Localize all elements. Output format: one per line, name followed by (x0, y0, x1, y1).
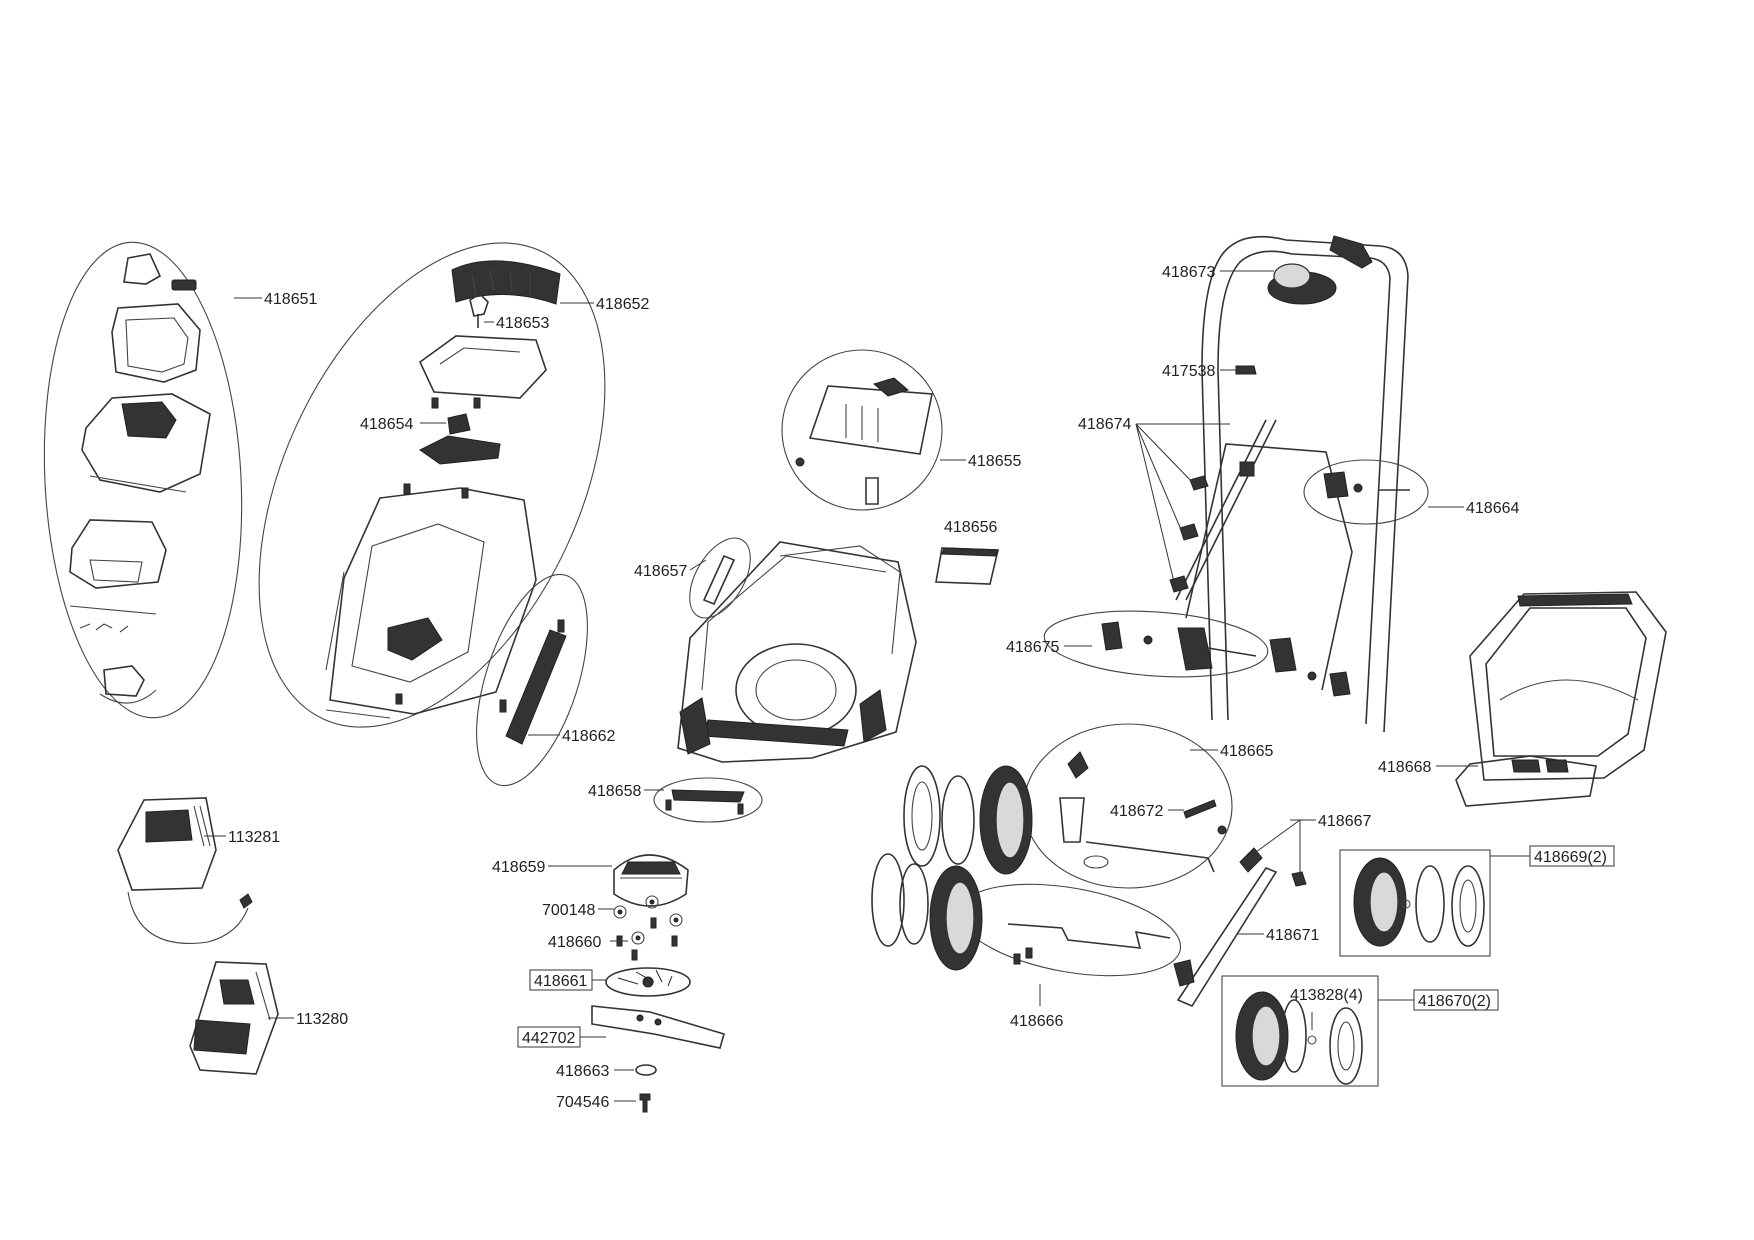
rear-wheel-kit-418669 (1339, 849, 1491, 957)
label-418668: 418668 (1378, 759, 1431, 776)
label-418661: 418661 (534, 973, 587, 990)
label-704546: 704546 (556, 1094, 609, 1111)
washer-418663 (635, 1064, 657, 1076)
label-418671: 418671 (1266, 927, 1319, 944)
upper-body-assembly-418652 (258, 242, 606, 728)
handle-clamp-418675 (1043, 610, 1351, 697)
front-handle-418658 (653, 777, 763, 823)
label-413828: 413828(4) (1290, 987, 1363, 1004)
handle-assembly (1169, 235, 1409, 733)
mower-deck (677, 541, 917, 763)
label-418658: 418658 (588, 783, 641, 800)
label-418653: 418653 (496, 315, 549, 332)
label-418665: 418665 (1220, 743, 1273, 760)
label-700148: 700148 (542, 902, 595, 919)
label-418652: 418652 (596, 296, 649, 313)
label-418660: 418660 (548, 934, 601, 951)
adjust-lever-418671 (1173, 847, 1307, 1008)
label-418666: 418666 (1010, 1013, 1063, 1030)
fan-418661 (605, 967, 691, 997)
battery-113280 (189, 961, 279, 1075)
charger-113281 (117, 797, 253, 944)
label-418654: 418654 (360, 416, 413, 433)
label-418674: 418674 (1078, 416, 1131, 433)
label-113281: 113281 (228, 829, 280, 846)
side-grill-418662 (476, 573, 588, 787)
label-418667: 418667 (1318, 813, 1371, 830)
label-418651: 418651 (264, 291, 317, 308)
bolt-704546 (639, 1093, 651, 1113)
label-418664: 418664 (1466, 500, 1519, 517)
label-418655: 418655 (968, 453, 1021, 470)
front-wheel-kit-418670 (1221, 975, 1379, 1087)
label-418673: 418673 (1162, 264, 1215, 281)
label-418675: 418675 (1006, 639, 1059, 656)
label-418663: 418663 (556, 1063, 609, 1080)
label-418662: 418662 (562, 728, 615, 745)
label-442702: 442702 (522, 1030, 575, 1047)
motor-screws (613, 895, 683, 961)
label-418670: 418670(2) (1418, 993, 1491, 1010)
clip-418656 (935, 547, 1000, 585)
label-418656: 418656 (944, 519, 997, 536)
axle-418666 (958, 883, 1182, 977)
wheels-loose (871, 765, 1033, 971)
safety-key-cover-418655 (781, 349, 943, 511)
label-418657: 418657 (634, 563, 687, 580)
handle-knob-418664 (1303, 459, 1429, 525)
motor-418659 (613, 854, 689, 907)
label-418659: 418659 (492, 859, 545, 876)
lever-418657 (689, 537, 751, 619)
label-418672: 418672 (1110, 803, 1163, 820)
label-417538: 417538 (1162, 363, 1215, 380)
battery-cover-assembly-418651 (43, 241, 243, 719)
blade-442702 (591, 1005, 725, 1049)
label-418669: 418669(2) (1534, 849, 1607, 866)
grass-box-418668 (1455, 591, 1667, 807)
label-113280: 113280 (296, 1011, 348, 1028)
